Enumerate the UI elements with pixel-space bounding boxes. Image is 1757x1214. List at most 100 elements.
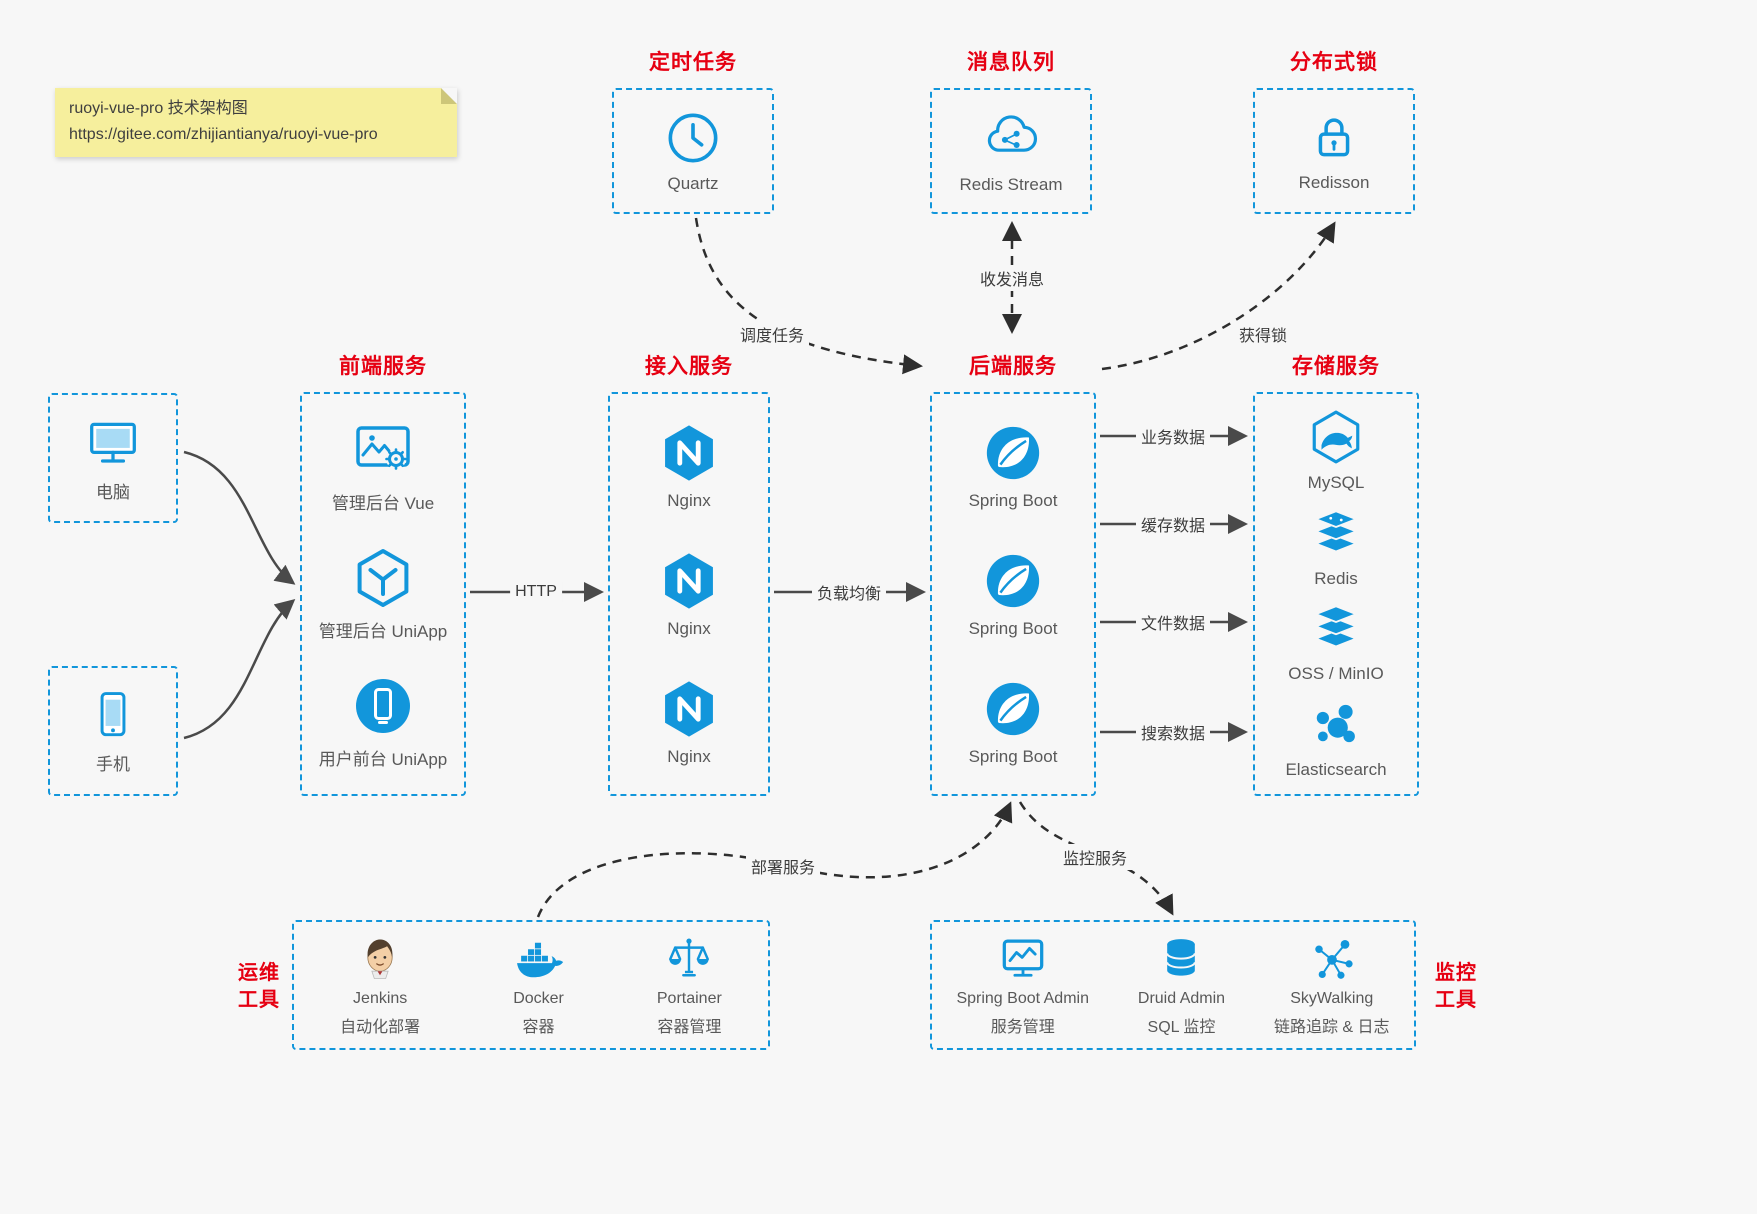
node-label-redisson: Redisson xyxy=(1298,172,1370,192)
spring-boot-admin-monitor-icon xyxy=(997,933,1049,985)
title-ops-line1: 运维 xyxy=(238,962,280,984)
portainer-scales-icon xyxy=(663,933,715,985)
node-elasticsearch: Elasticsearch xyxy=(1285,697,1387,780)
skywalking-network-icon xyxy=(1306,933,1358,985)
node-label-druid: Druid Admin xyxy=(1137,990,1226,1007)
title-backend-services: 后端服务 xyxy=(969,355,1057,378)
elasticsearch-cluster-icon xyxy=(1308,697,1364,753)
node-label-nginx-2: Nginx xyxy=(667,618,711,638)
title-distributed-lock: 分布式锁 xyxy=(1290,51,1378,74)
node-label-computer: 电脑 xyxy=(96,483,130,502)
storage-services-box: MySQL Redis OSS / MinIO Elasticsearch xyxy=(1253,392,1419,796)
title-monitoring-line2: 工具 xyxy=(1435,989,1477,1011)
node-label-quartz: Quartz xyxy=(667,173,719,193)
redis-stream-cloud-icon xyxy=(981,108,1041,168)
nginx-icon xyxy=(658,550,720,612)
edge-label-load-balance: 负载均衡 xyxy=(811,579,887,605)
node-label-springboot-3: Spring Boot xyxy=(968,746,1058,766)
node-label-user-uniapp: 用户前台 UniApp xyxy=(318,750,448,769)
uniapp-hexagon-icon xyxy=(351,546,415,610)
note-url: https://gitee.com/zhijiantianya/ruoyi-vu… xyxy=(69,125,378,143)
title-frontend-services: 前端服务 xyxy=(339,355,427,378)
title-monitoring-tools: 监控 工具 xyxy=(1430,960,1482,1014)
arrow-phone-to-frontend xyxy=(183,599,296,740)
arrow-acquire-lock xyxy=(1101,221,1336,371)
nginx-icon xyxy=(658,422,720,484)
node-label-sba: Spring Boot Admin xyxy=(956,990,1089,1007)
node-label-jenkins: Jenkins xyxy=(353,990,408,1007)
node-quartz: Quartz xyxy=(664,109,722,194)
node-sub-druid: SQL 监控 xyxy=(1147,1019,1216,1036)
title-scheduled-tasks: 定时任务 xyxy=(649,51,737,74)
node-springboot-2: Spring Boot xyxy=(968,550,1058,639)
backend-services-box: Spring Boot Spring Boot Spring Boot xyxy=(930,392,1096,796)
redis-stream-box: Redis Stream xyxy=(930,88,1092,214)
node-sub-docker: 容器 xyxy=(522,1019,555,1036)
node-label-portainer: Portainer xyxy=(656,990,722,1007)
node-redis-stream: Redis Stream xyxy=(959,108,1063,195)
spring-boot-icon xyxy=(982,422,1044,484)
jenkins-icon xyxy=(354,933,406,985)
quartz-box: Quartz xyxy=(612,88,774,214)
node-sub-jenkins: 自动化部署 xyxy=(340,1019,421,1036)
sticky-note: ruoyi-vue-pro 技术架构图 https://gitee.com/zh… xyxy=(55,88,457,158)
edge-label-search-data: 搜索数据 xyxy=(1135,719,1211,745)
node-label-mysql: MySQL xyxy=(1307,473,1365,493)
title-monitoring-line1: 监控 xyxy=(1435,962,1477,984)
node-sub-skywalking: 链路追踪 & 日志 xyxy=(1273,1019,1390,1036)
node-springboot-3: Spring Boot xyxy=(968,678,1058,767)
node-skywalking: SkyWalking 链路追踪 & 日志 xyxy=(1274,933,1390,1037)
node-label-redis-stream: Redis Stream xyxy=(959,174,1063,194)
node-admin-vue: 管理后台 Vue xyxy=(332,418,434,514)
quartz-clock-icon xyxy=(664,109,722,167)
edge-label-file-data: 文件数据 xyxy=(1135,609,1211,635)
node-user-uniapp: 用户前台 UniApp xyxy=(319,674,447,770)
node-label-redis: Redis xyxy=(1314,568,1358,588)
node-label-elasticsearch: Elasticsearch xyxy=(1285,759,1387,779)
node-druid-admin: Druid Admin SQL 监控 xyxy=(1138,933,1225,1037)
node-label-phone: 手机 xyxy=(96,755,130,774)
node-label-springboot-1: Spring Boot xyxy=(968,490,1058,510)
node-redisson: Redisson xyxy=(1298,110,1370,193)
nginx-icon xyxy=(658,678,720,740)
note-title: ruoyi-vue-pro 技术架构图 xyxy=(69,100,248,117)
node-jenkins: Jenkins 自动化部署 xyxy=(340,933,420,1037)
druid-database-icon xyxy=(1155,933,1207,985)
computer-client-box: 电脑 xyxy=(48,393,178,523)
node-spring-boot-admin: Spring Boot Admin 服务管理 xyxy=(956,933,1089,1037)
spring-boot-icon xyxy=(982,550,1044,612)
node-label-springboot-2: Spring Boot xyxy=(968,618,1058,638)
redisson-box: Redisson xyxy=(1253,88,1415,214)
redis-stack-icon xyxy=(1308,506,1364,562)
ops-tools-box: Jenkins 自动化部署 Docker 容器 Portainer 容器管理 xyxy=(292,920,770,1050)
node-oss-minio: OSS / MinIO xyxy=(1288,601,1384,684)
node-springboot-1: Spring Boot xyxy=(968,422,1058,511)
node-label-nginx-1: Nginx xyxy=(667,490,711,510)
node-computer: 电脑 xyxy=(84,413,142,503)
title-ops-line2: 工具 xyxy=(238,989,280,1011)
node-nginx-2: Nginx xyxy=(658,550,720,639)
title-access-services: 接入服务 xyxy=(645,355,733,378)
mysql-icon xyxy=(1307,408,1365,466)
node-portainer: Portainer 容器管理 xyxy=(657,933,722,1037)
node-label-admin-uniapp: 管理后台 UniApp xyxy=(318,622,448,641)
desktop-computer-icon xyxy=(84,413,142,471)
node-sub-sba: 服务管理 xyxy=(990,1019,1055,1036)
node-admin-uniapp: 管理后台 UniApp xyxy=(319,546,447,642)
node-sub-portainer: 容器管理 xyxy=(657,1019,722,1036)
node-mysql: MySQL xyxy=(1307,408,1365,493)
edge-label-business-data: 业务数据 xyxy=(1135,423,1211,449)
title-message-queue: 消息队列 xyxy=(967,51,1055,74)
edge-label-deploy-service: 部署服务 xyxy=(745,853,821,879)
node-label-docker: Docker xyxy=(513,990,564,1007)
edge-label-cache-data: 缓存数据 xyxy=(1135,511,1211,537)
node-nginx-3: Nginx xyxy=(658,678,720,767)
edge-label-monitor-service: 监控服务 xyxy=(1057,844,1133,870)
title-ops-tools: 运维 工具 xyxy=(233,960,285,1014)
docker-whale-icon xyxy=(513,933,565,985)
edge-label-schedule-task: 调度任务 xyxy=(734,321,810,347)
access-services-box: Nginx Nginx Nginx xyxy=(608,392,770,796)
node-label-admin-vue: 管理后台 Vue xyxy=(331,494,435,513)
